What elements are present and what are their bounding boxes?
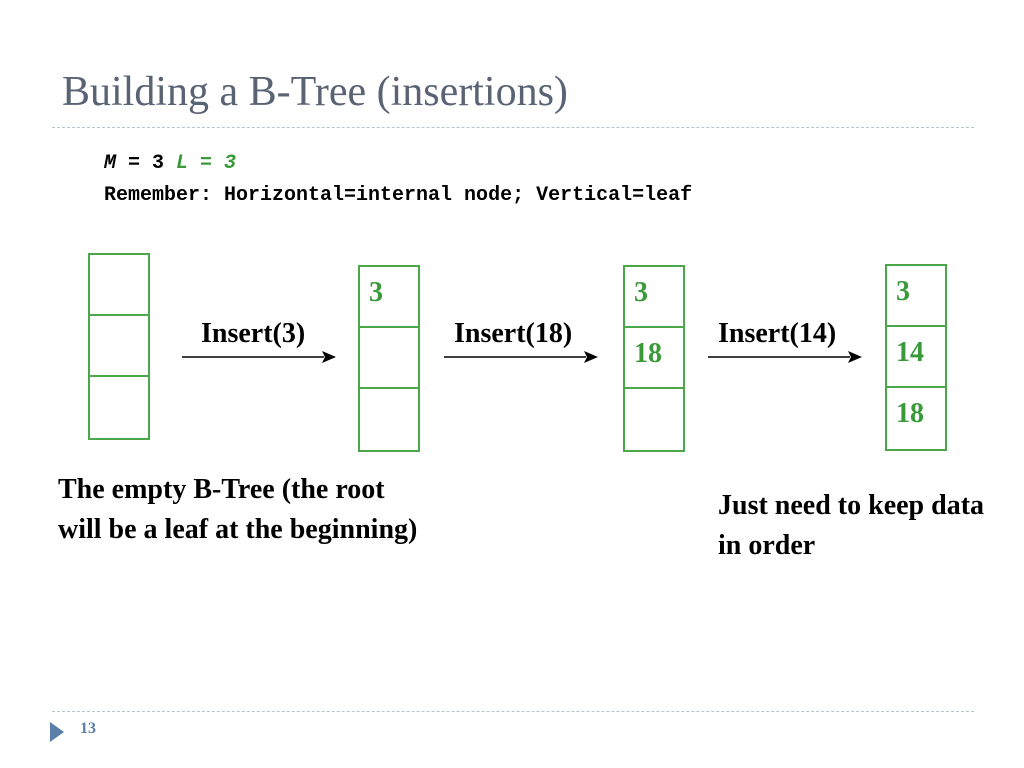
leaf-cell [360, 389, 418, 450]
arrow-icon [444, 351, 598, 363]
insert-18-label: Insert(18) [454, 318, 573, 349]
leaf-cell: 3 [360, 267, 418, 328]
leaf-cell: 18 [625, 328, 683, 389]
leaf-cell: 3 [887, 266, 945, 327]
leaf-cell [90, 316, 148, 377]
leaf-node-step3: 3 14 18 [885, 264, 947, 451]
order-note: Just need to keep data in order [718, 490, 985, 561]
leaf-cell [90, 377, 148, 438]
insert-3-label: Insert(3) [201, 318, 306, 349]
leaf-cell: 14 [887, 327, 945, 388]
leaf-cell [90, 255, 148, 316]
page-number: 13 [80, 720, 96, 737]
leaf-cell [625, 389, 683, 450]
m-variable: M [104, 152, 117, 175]
leaf-cell: 3 [625, 267, 683, 328]
remember-line: Remember: Horizontal=internal node; Vert… [104, 184, 693, 207]
empty-tree-note: The empty B-Tree (the root will be a lea… [58, 474, 418, 545]
arrow-icon [182, 351, 336, 363]
leaf-node-step1: 3 [358, 265, 420, 452]
m-value: = 3 [116, 152, 177, 175]
leaf-node-empty [88, 253, 150, 440]
bullet-triangle-icon [50, 722, 64, 742]
params-line: M = 3 L = 3 [104, 152, 236, 175]
slide-title: Building a B-Tree (insertions) [62, 69, 568, 115]
leaf-cell: 18 [896, 398, 924, 429]
l-param: L = 3 [176, 152, 237, 175]
insert-14-label: Insert(14) [718, 318, 837, 349]
leaf-node-step2: 3 18 [623, 265, 685, 452]
arrow-icon [708, 351, 862, 363]
leaf-cell [360, 328, 418, 389]
footer-divider [52, 711, 974, 712]
title-divider [52, 127, 974, 128]
